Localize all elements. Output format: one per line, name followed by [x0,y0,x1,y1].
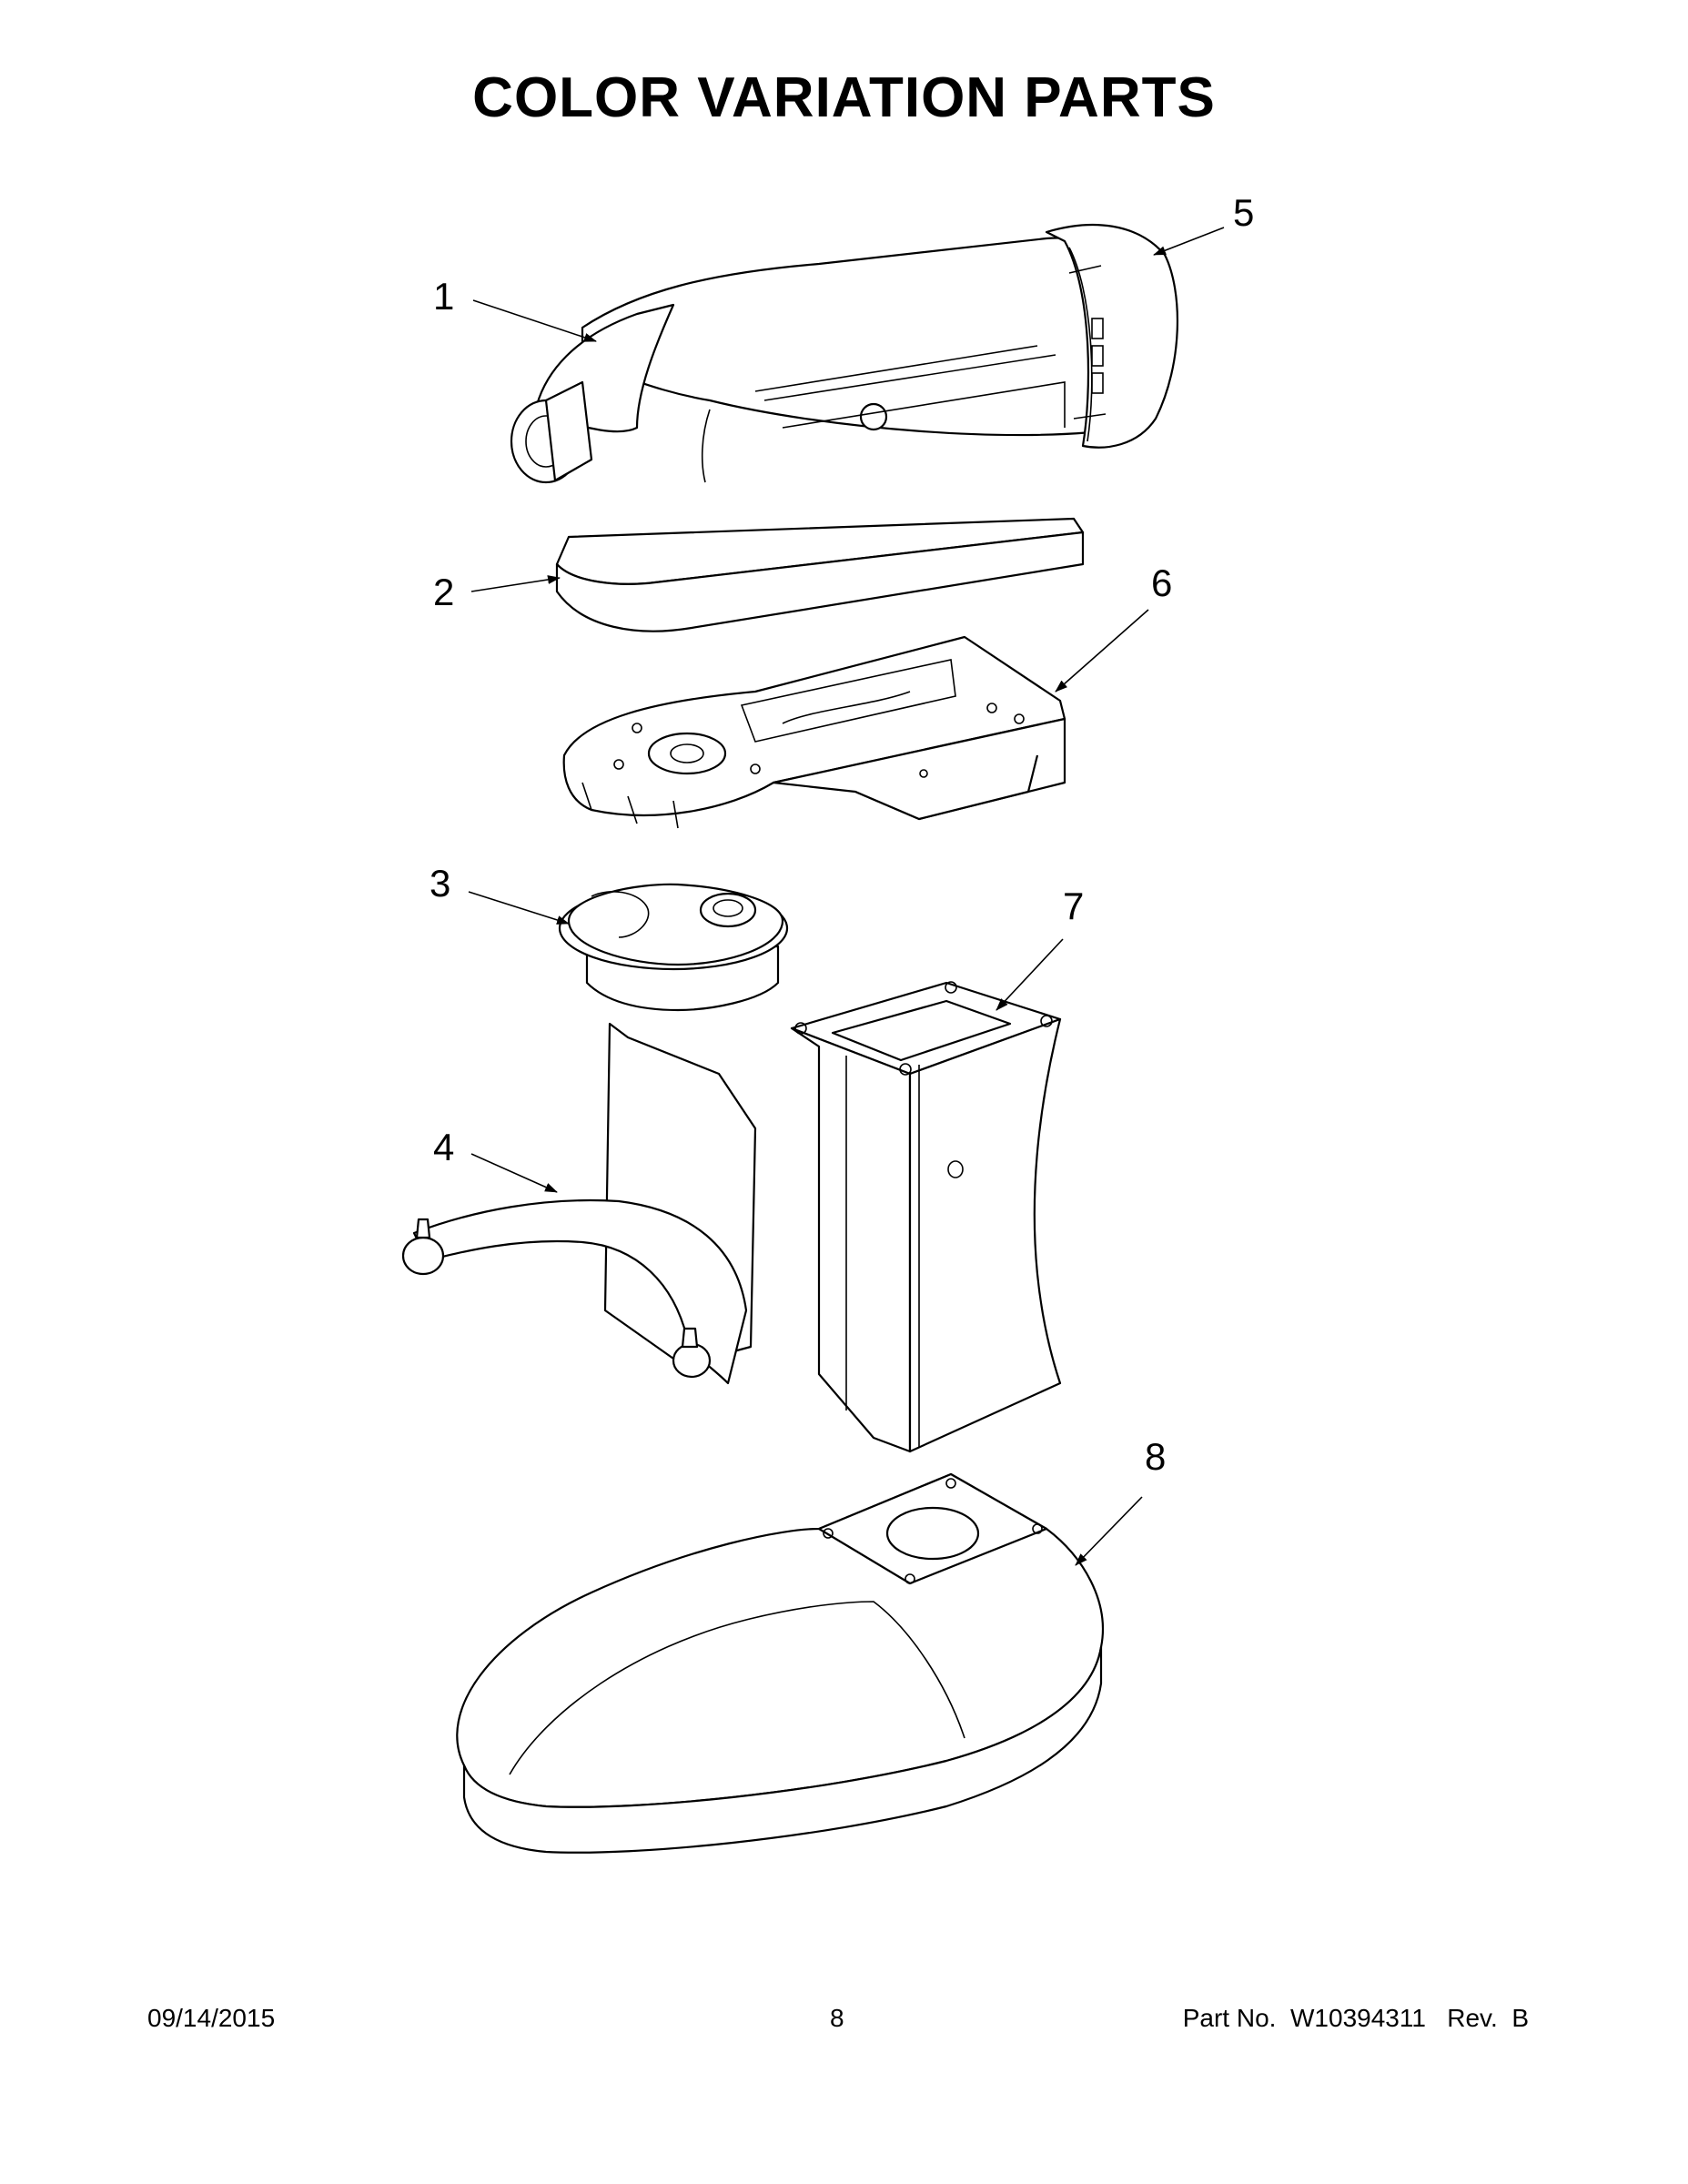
leader-3 [468,891,570,925]
leader-1 [472,299,597,342]
leader-4 [470,1153,558,1193]
callout-7: 7 [1063,885,1084,927]
callout-1: 1 [433,275,454,318]
callout-5: 5 [1233,191,1254,234]
callout-3: 3 [430,862,450,905]
footer-page-number: 8 [830,2004,844,2032]
part-6-gear-case [562,635,1066,829]
callout-2: 2 [433,571,454,613]
callout-8: 8 [1145,1435,1166,1478]
page-title: COLOR VARIATION PARTS [472,66,1216,129]
leader-6 [1055,609,1149,693]
leader-7 [996,938,1064,1011]
leader-8 [1075,1496,1143,1566]
footer-part-number: Part No. W10394311 Rev. B [1182,2004,1529,2032]
part-7-pedestal-column [790,981,1062,1453]
footer-date: 09/14/2015 [147,2004,276,2032]
callout-6: 6 [1151,561,1172,604]
part-5-rear-cover [1045,224,1179,449]
leader-5 [1153,227,1225,256]
leader-2 [470,575,561,592]
part-8-base [456,1472,1104,1854]
part-2-trim-band [555,517,1085,632]
part-1-motor-housing [510,237,1130,484]
part-3-planetary-cover [558,883,789,1012]
callout-4: 4 [433,1126,454,1168]
part-4-pedestal-bracket [401,1022,757,1385]
